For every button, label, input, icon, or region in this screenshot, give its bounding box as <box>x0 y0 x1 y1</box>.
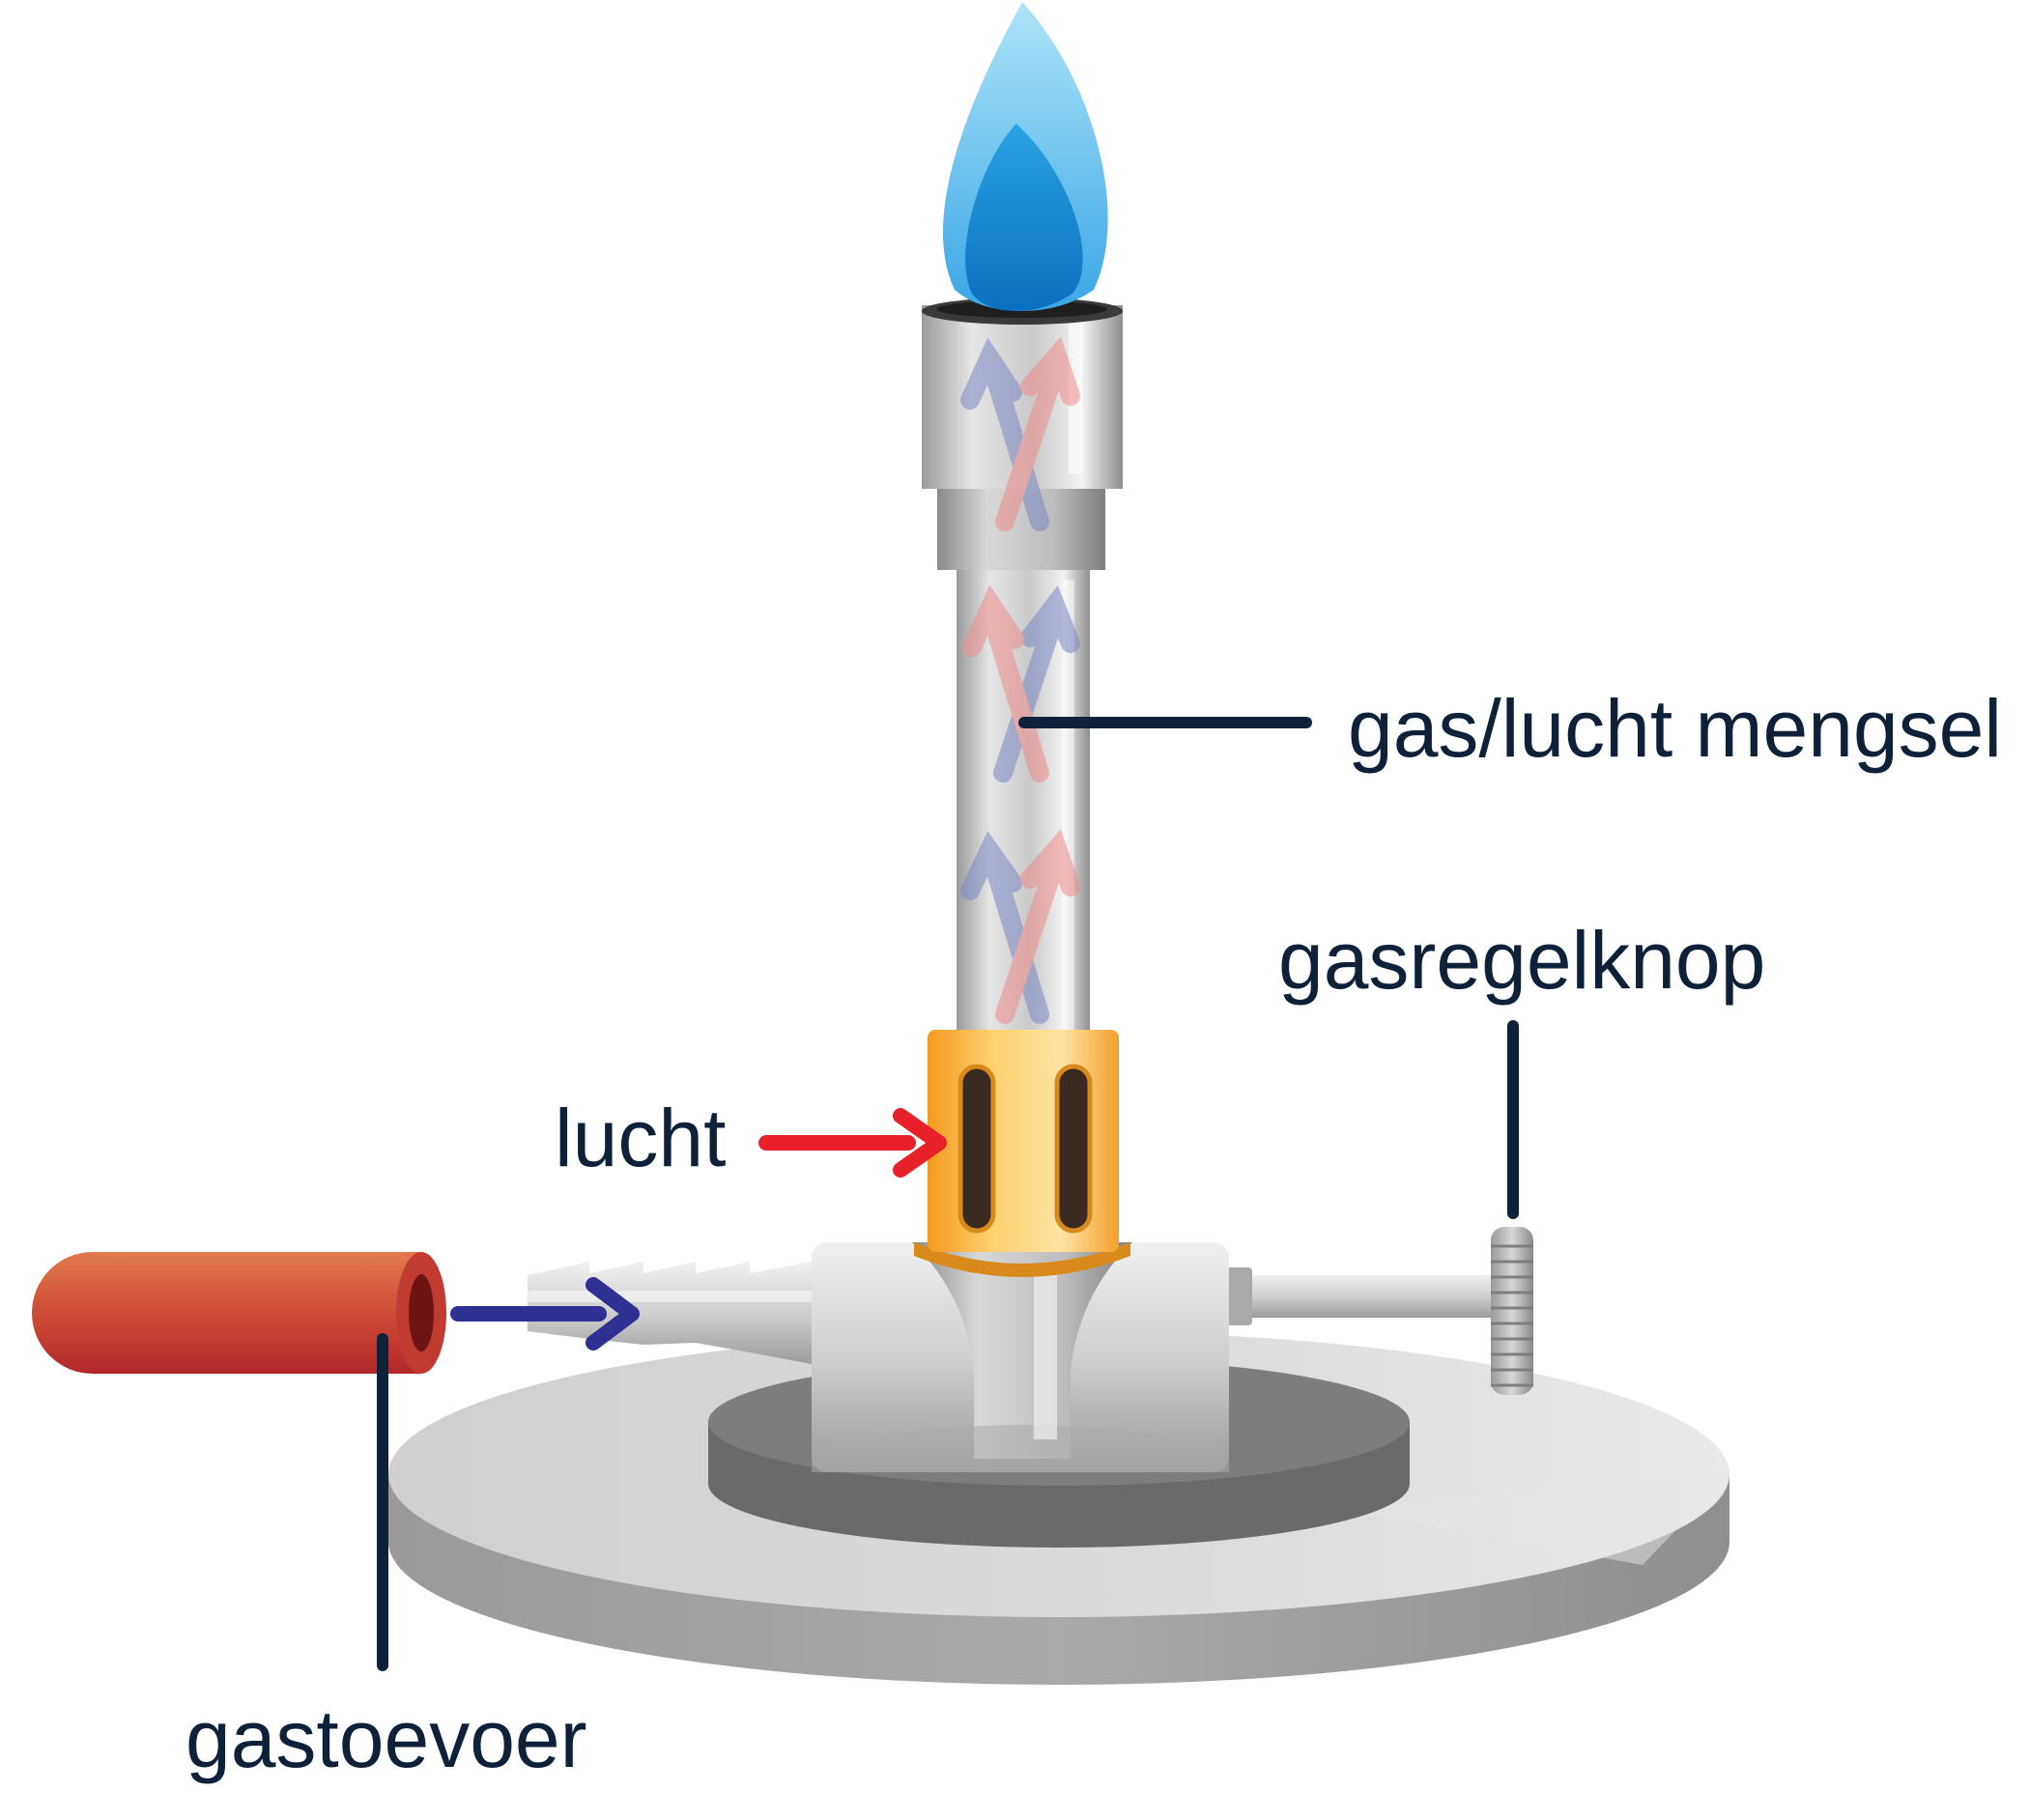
arrow-up-icon <box>960 829 1080 1024</box>
gas-control-knob <box>1225 1227 1533 1395</box>
arrow-up-icon <box>960 336 1080 531</box>
label-gas-control-knob: gasregelknop <box>1278 915 1766 1006</box>
arrow-right-icon <box>758 1108 947 1178</box>
label-gas-air-mixture: gas/lucht mengsel <box>1348 683 2003 774</box>
arrow-up-icon <box>962 584 1080 782</box>
gas-hose <box>32 1252 446 1374</box>
label-gas-supply: gastoevoer <box>186 1693 587 1784</box>
air-collar <box>914 1030 1130 1277</box>
burner-body <box>812 1242 1229 1472</box>
label-air: lucht <box>555 1093 727 1183</box>
leader-lines <box>377 717 1519 1671</box>
arrow-right-icon <box>450 1277 640 1351</box>
flame-icon <box>942 2 1108 311</box>
flow-arrows <box>960 336 1080 1024</box>
